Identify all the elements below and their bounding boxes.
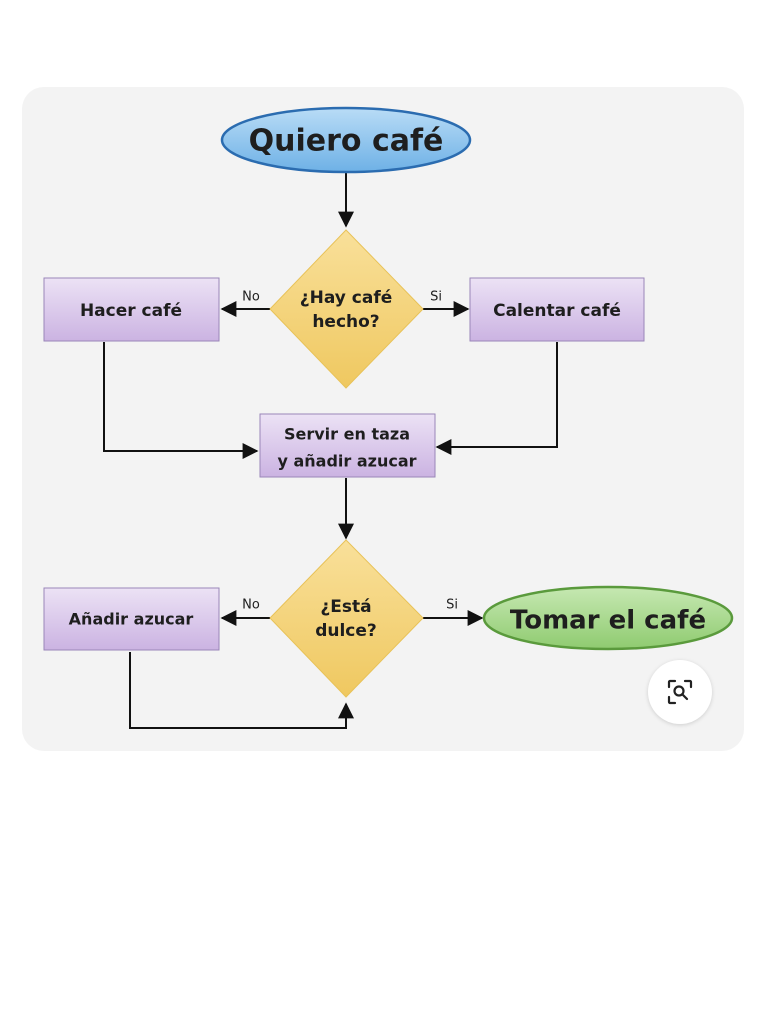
decision-sweet-line2: dulce? <box>315 621 377 641</box>
node-decision-sweet: ¿Está dulce? <box>269 539 424 698</box>
decision-sweet-line1: ¿Está <box>320 597 371 617</box>
node-make-coffee: Hacer café <box>43 277 220 342</box>
node-add-sugar: Añadir azucar <box>43 587 220 651</box>
edge-label-sweet-yes: Si <box>446 598 458 613</box>
node-decision-coffee: ¿Hay café hecho? <box>269 229 424 389</box>
decision-coffee-line2: hecho? <box>312 312 379 332</box>
make-coffee-label: Hacer café <box>80 301 182 321</box>
edge-label-sweet-no: No <box>242 598 260 613</box>
node-end-label: Tomar el café <box>510 606 706 636</box>
node-heat-coffee: Calentar café <box>469 277 645 342</box>
node-end: Tomar el café <box>482 585 734 651</box>
visual-search-button[interactable] <box>648 660 712 724</box>
edge-make-to-serve <box>103 342 259 459</box>
decision-coffee-line1: ¿Hay café <box>300 288 393 308</box>
edge-add-to-decision2 <box>129 652 354 729</box>
heat-coffee-label: Calentar café <box>493 301 621 321</box>
edge-heat-to-serve <box>435 342 558 455</box>
node-start: Quiero café <box>220 106 472 174</box>
add-sugar-label: Añadir azucar <box>69 610 194 629</box>
visual-search-icon <box>667 679 693 705</box>
flow-edges <box>103 170 558 729</box>
serve-line1: Servir en taza <box>284 425 410 444</box>
node-start-label: Quiero café <box>249 124 444 159</box>
node-serve: Servir en taza y añadir azucar <box>259 413 436 478</box>
edge-label-coffee-yes: Si <box>430 290 442 305</box>
edge-label-coffee-no: No <box>242 290 260 305</box>
serve-line2: y añadir azucar <box>277 452 416 471</box>
